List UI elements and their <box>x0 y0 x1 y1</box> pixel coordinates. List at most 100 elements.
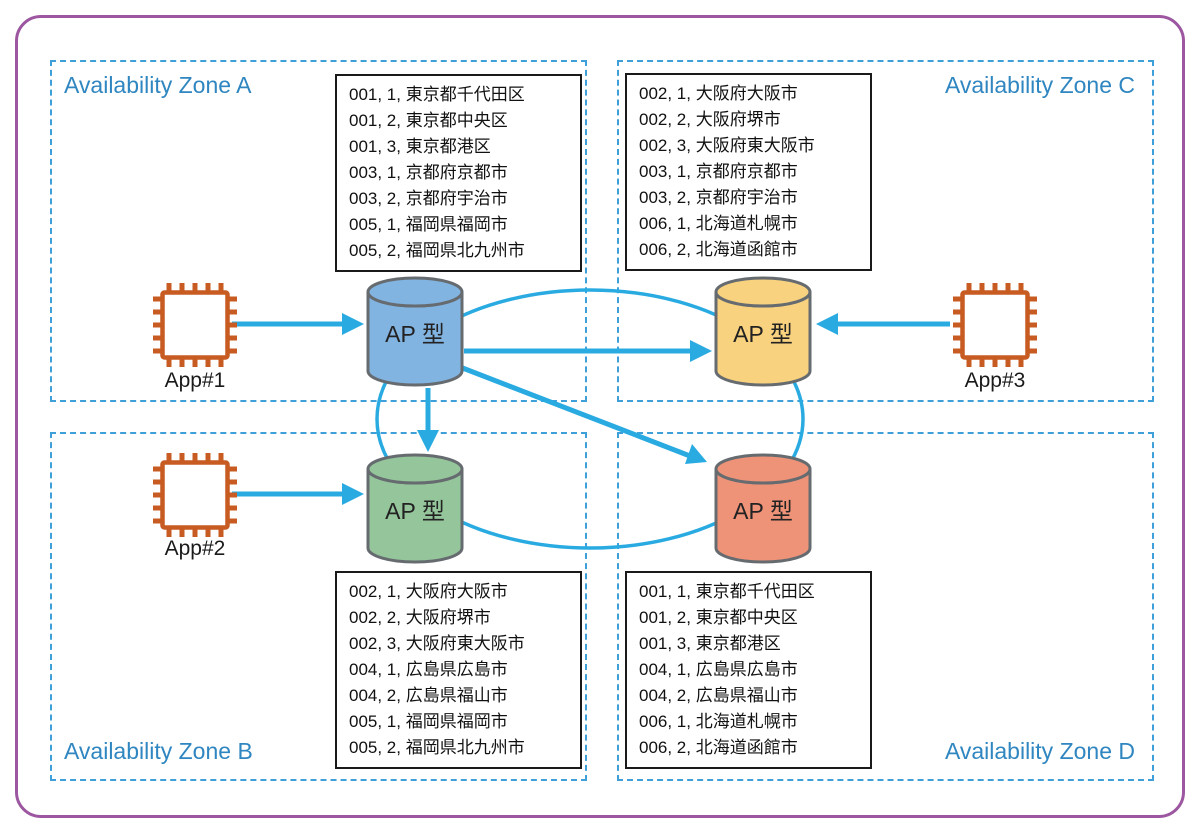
chip-pin <box>218 358 224 367</box>
chip-pin <box>1018 283 1024 292</box>
record-line: 003, 2, 京都府宇治市 <box>349 189 508 208</box>
record-line: 001, 1, 東京都千代田区 <box>639 582 815 601</box>
zone-a-label: Availability Zone A <box>64 72 252 98</box>
app1-chip-icon <box>153 283 237 367</box>
arrowhead-app2 <box>342 483 364 505</box>
db-a-label: AP 型 <box>385 321 445 347</box>
chip-pin <box>953 322 962 328</box>
chip-pin <box>218 453 224 462</box>
arrowhead-a-to-c <box>690 340 712 362</box>
chip-pin <box>179 528 185 537</box>
chip-body <box>160 290 230 360</box>
record-line: 006, 2, 北海道函館市 <box>639 240 798 259</box>
chip-pin <box>153 479 162 485</box>
chip-pin <box>1028 335 1037 341</box>
record-line: 002, 1, 大阪府大阪市 <box>639 84 798 103</box>
chip-pin <box>166 528 172 537</box>
record-line: 001, 2, 東京都中央区 <box>349 111 508 130</box>
chip-pin <box>1028 296 1037 302</box>
record-line: 001, 1, 東京都千代田区 <box>349 85 525 104</box>
chip-pin <box>153 505 162 511</box>
chip-pin <box>1005 358 1011 367</box>
db-cylinder-a <box>366 276 464 387</box>
db-cylinder-d-top <box>714 453 812 485</box>
chip-pin <box>166 283 172 292</box>
chip-body <box>160 460 230 530</box>
db-c-label: AP 型 <box>733 321 793 347</box>
chip-pin <box>179 453 185 462</box>
zone-c-box <box>617 60 1154 402</box>
db-cylinder-b-top <box>366 453 464 485</box>
record-line: 003, 1, 京都府京都市 <box>349 163 508 182</box>
arrowhead-app1 <box>342 313 364 335</box>
outer-border <box>15 15 1185 818</box>
chip-pin <box>992 358 998 367</box>
record-line: 005, 1, 福岡県福岡市 <box>349 215 508 234</box>
chip-pin <box>228 466 237 472</box>
chip-pin <box>192 528 198 537</box>
zone-c-label: Availability Zone C <box>944 72 1135 98</box>
app3-chip-icon <box>953 283 1037 367</box>
chip-pin <box>205 528 211 537</box>
db-cylinder-c-top <box>714 276 812 308</box>
chip-pin <box>1028 322 1037 328</box>
chip-body <box>960 290 1030 360</box>
chip-pin <box>153 296 162 302</box>
db-cylinder-b <box>366 453 464 564</box>
chip-pin <box>228 479 237 485</box>
chip-pin <box>1018 358 1024 367</box>
record-line: 001, 3, 東京都港区 <box>349 137 491 156</box>
chip-pin <box>953 296 962 302</box>
chip-pin <box>153 492 162 498</box>
record-line: 005, 1, 福岡県福岡市 <box>349 712 508 731</box>
chip-pin <box>228 518 237 524</box>
chip-pin <box>153 518 162 524</box>
chip-pin <box>1005 283 1011 292</box>
record-line: 003, 2, 京都府宇治市 <box>639 188 798 207</box>
chip-pin <box>1028 348 1037 354</box>
record-line: 005, 2, 福岡県北九州市 <box>349 738 525 757</box>
zone-d-box <box>617 432 1154 781</box>
chip-pin <box>992 283 998 292</box>
db-cylinder-d <box>714 453 812 564</box>
chip-pin <box>218 283 224 292</box>
record-line: 006, 1, 北海道札幌市 <box>639 214 798 233</box>
chip-pin <box>179 358 185 367</box>
record-line: 005, 2, 福岡県北九州市 <box>349 241 525 260</box>
chip-pin <box>228 309 237 315</box>
zone-d-label: Availability Zone D <box>944 738 1135 764</box>
chip-pin <box>205 453 211 462</box>
record-line: 001, 3, 東京都港区 <box>639 634 781 653</box>
chip-pin <box>979 283 985 292</box>
record-line: 006, 1, 北海道札幌市 <box>639 712 798 731</box>
arrowhead-app3 <box>816 313 838 335</box>
db-cylinder-a-top <box>366 276 464 308</box>
chip-pin <box>192 453 198 462</box>
app2-label: App#2 <box>165 537 226 560</box>
replication-ring <box>375 288 805 550</box>
db-d-label: AP 型 <box>733 498 793 524</box>
chip-pin <box>228 505 237 511</box>
chip-pin <box>192 358 198 367</box>
zone-d-record-list: 001, 1, 東京都千代田区 001, 2, 東京都中央区 001, 3, 東京都… <box>625 571 872 769</box>
record-line: 006, 2, 北海道函館市 <box>639 738 798 757</box>
record-line: 001, 2, 東京都中央区 <box>639 608 798 627</box>
chip-pin <box>228 348 237 354</box>
chip-pin <box>179 283 185 292</box>
record-line: 004, 2, 広島県福山市 <box>349 686 508 705</box>
chip-pin <box>966 358 972 367</box>
db-b-label: AP 型 <box>385 498 445 524</box>
chip-pin <box>205 358 211 367</box>
chip-pin <box>979 358 985 367</box>
chip-pin <box>966 283 972 292</box>
chip-pin <box>153 335 162 341</box>
arrow-db-a-to-db-d <box>459 364 691 459</box>
chip-pin <box>953 335 962 341</box>
record-line: 004, 1, 広島県広島市 <box>639 660 798 679</box>
chip-pin <box>166 358 172 367</box>
chip-pin <box>153 309 162 315</box>
